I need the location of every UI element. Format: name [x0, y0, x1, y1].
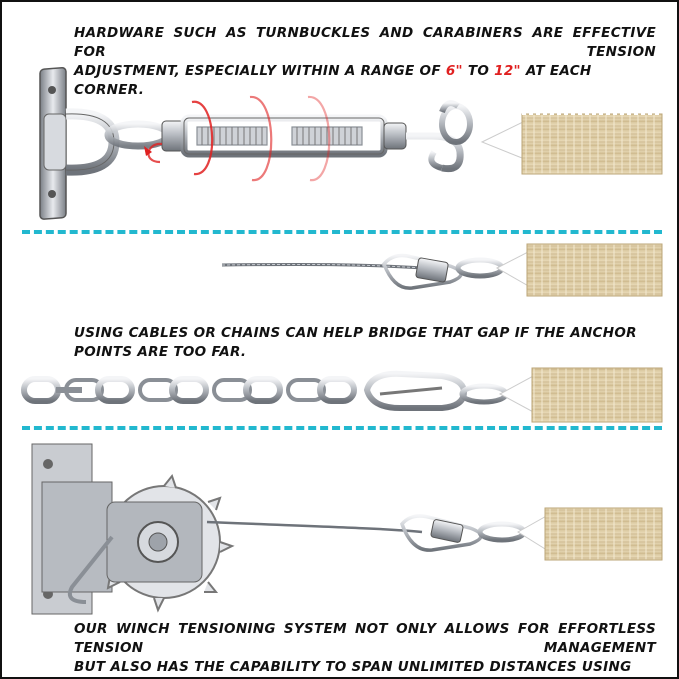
pad-eye-plate-icon [39, 67, 120, 220]
range-joiner: TO [467, 63, 490, 79]
shade-sail-webbing-icon [480, 113, 663, 175]
section-divider [22, 230, 662, 234]
shade-sail-webbing-icon [495, 243, 663, 297]
shade-sail-webbing-icon [517, 507, 663, 561]
turnbuckle-caption-line1: HARDWARE SUCH AS TURNBUCKLES AND CARABIN… [74, 25, 656, 60]
winch-icon [31, 443, 235, 615]
ratchet-gear [67, 473, 235, 613]
turnbuckle-caption-line2: ADJUSTMENT, ESPECIALLY WITHIN A RANGE OF… [74, 63, 592, 98]
carabiner-icon [363, 370, 509, 411]
winch-caption-line1: OUR WINCH TENSIONING SYSTEM NOT ONLY ALL… [74, 621, 656, 656]
section-divider [22, 426, 662, 430]
range-low: 6" [445, 63, 463, 79]
range-prefix: ADJUSTMENT, ESPECIALLY WITHIN A RANGE OF [74, 63, 441, 79]
cables-chains-caption: USING CABLES OR CHAINS CAN HELP BRIDGE T… [74, 325, 637, 360]
turnbuckle-icon [104, 114, 464, 173]
range-high: 12" [494, 63, 521, 79]
winch-caption-line2: BUT ALSO HAS THE CAPABILITY TO SPAN UNLI… [74, 659, 632, 675]
cable-icon [206, 514, 527, 552]
shade-sail-webbing-icon [498, 367, 663, 423]
chain-icon [21, 376, 357, 404]
cable-icon [221, 253, 505, 290]
rotation-arrow-icon [144, 95, 331, 182]
range-suffix: AT EACH CORNER. [74, 63, 592, 98]
winch-caption: OUR WINCH TENSIONING SYSTEM NOT ONLY ALL… [74, 620, 656, 677]
turnbuckle-caption: HARDWARE SUCH AS TURNBUCKLES AND CARABIN… [74, 24, 656, 100]
hook-eye-icon [439, 100, 473, 145]
